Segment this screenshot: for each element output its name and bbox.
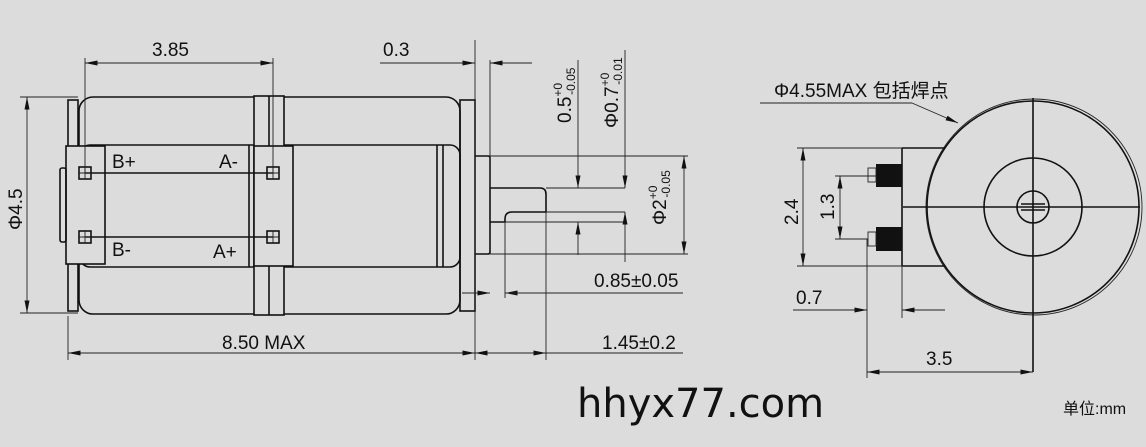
dim-block-height: 2.4: [782, 198, 803, 225]
dim-shaft-length: 1.45±0.2: [602, 333, 676, 354]
label-b-plus: B+: [112, 152, 136, 173]
side-view: B+ A- B- A+: [59, 95, 547, 316]
dim-length: 8.50 MAX: [222, 333, 306, 354]
watermark: hhyx77.com: [577, 381, 824, 427]
label-a-plus: A+: [213, 242, 237, 263]
end-dimensions: 2.4 1.3 0.7 3.5 Φ4.55MAX 包括焊点: [760, 80, 1033, 378]
dim-shaft-dia: Φ0.7+0-0.01: [598, 57, 625, 128]
dim-outer-diameter: Φ4.55MAX 包括焊点: [774, 80, 949, 102]
units-label: 单位:mm: [1063, 400, 1126, 418]
dim-flat-length: 0.85±0.05: [594, 271, 678, 292]
dim-boss-dia: Φ2+0-0.05: [646, 170, 673, 225]
dim-flat-depth: 0.5+0-0.05: [551, 67, 578, 123]
dim-pad-to-center: 3.5: [926, 349, 952, 370]
end-view: [867, 98, 1143, 372]
dim-flange: 0.3: [383, 40, 409, 61]
dim-pad-pitch: 3.85: [152, 40, 189, 61]
label-b-minus: B-: [112, 240, 131, 261]
dim-diameter: Φ4.5: [6, 188, 27, 230]
side-dimensions: 3.85 0.3 Φ4.5 8.50 MAX 1.45±0.2 0.85±0.0…: [6, 40, 688, 360]
dim-pad-offset: 0.7: [796, 288, 822, 309]
dim-pad-pitch-end: 1.3: [818, 194, 839, 220]
label-a-minus: A-: [219, 152, 238, 173]
